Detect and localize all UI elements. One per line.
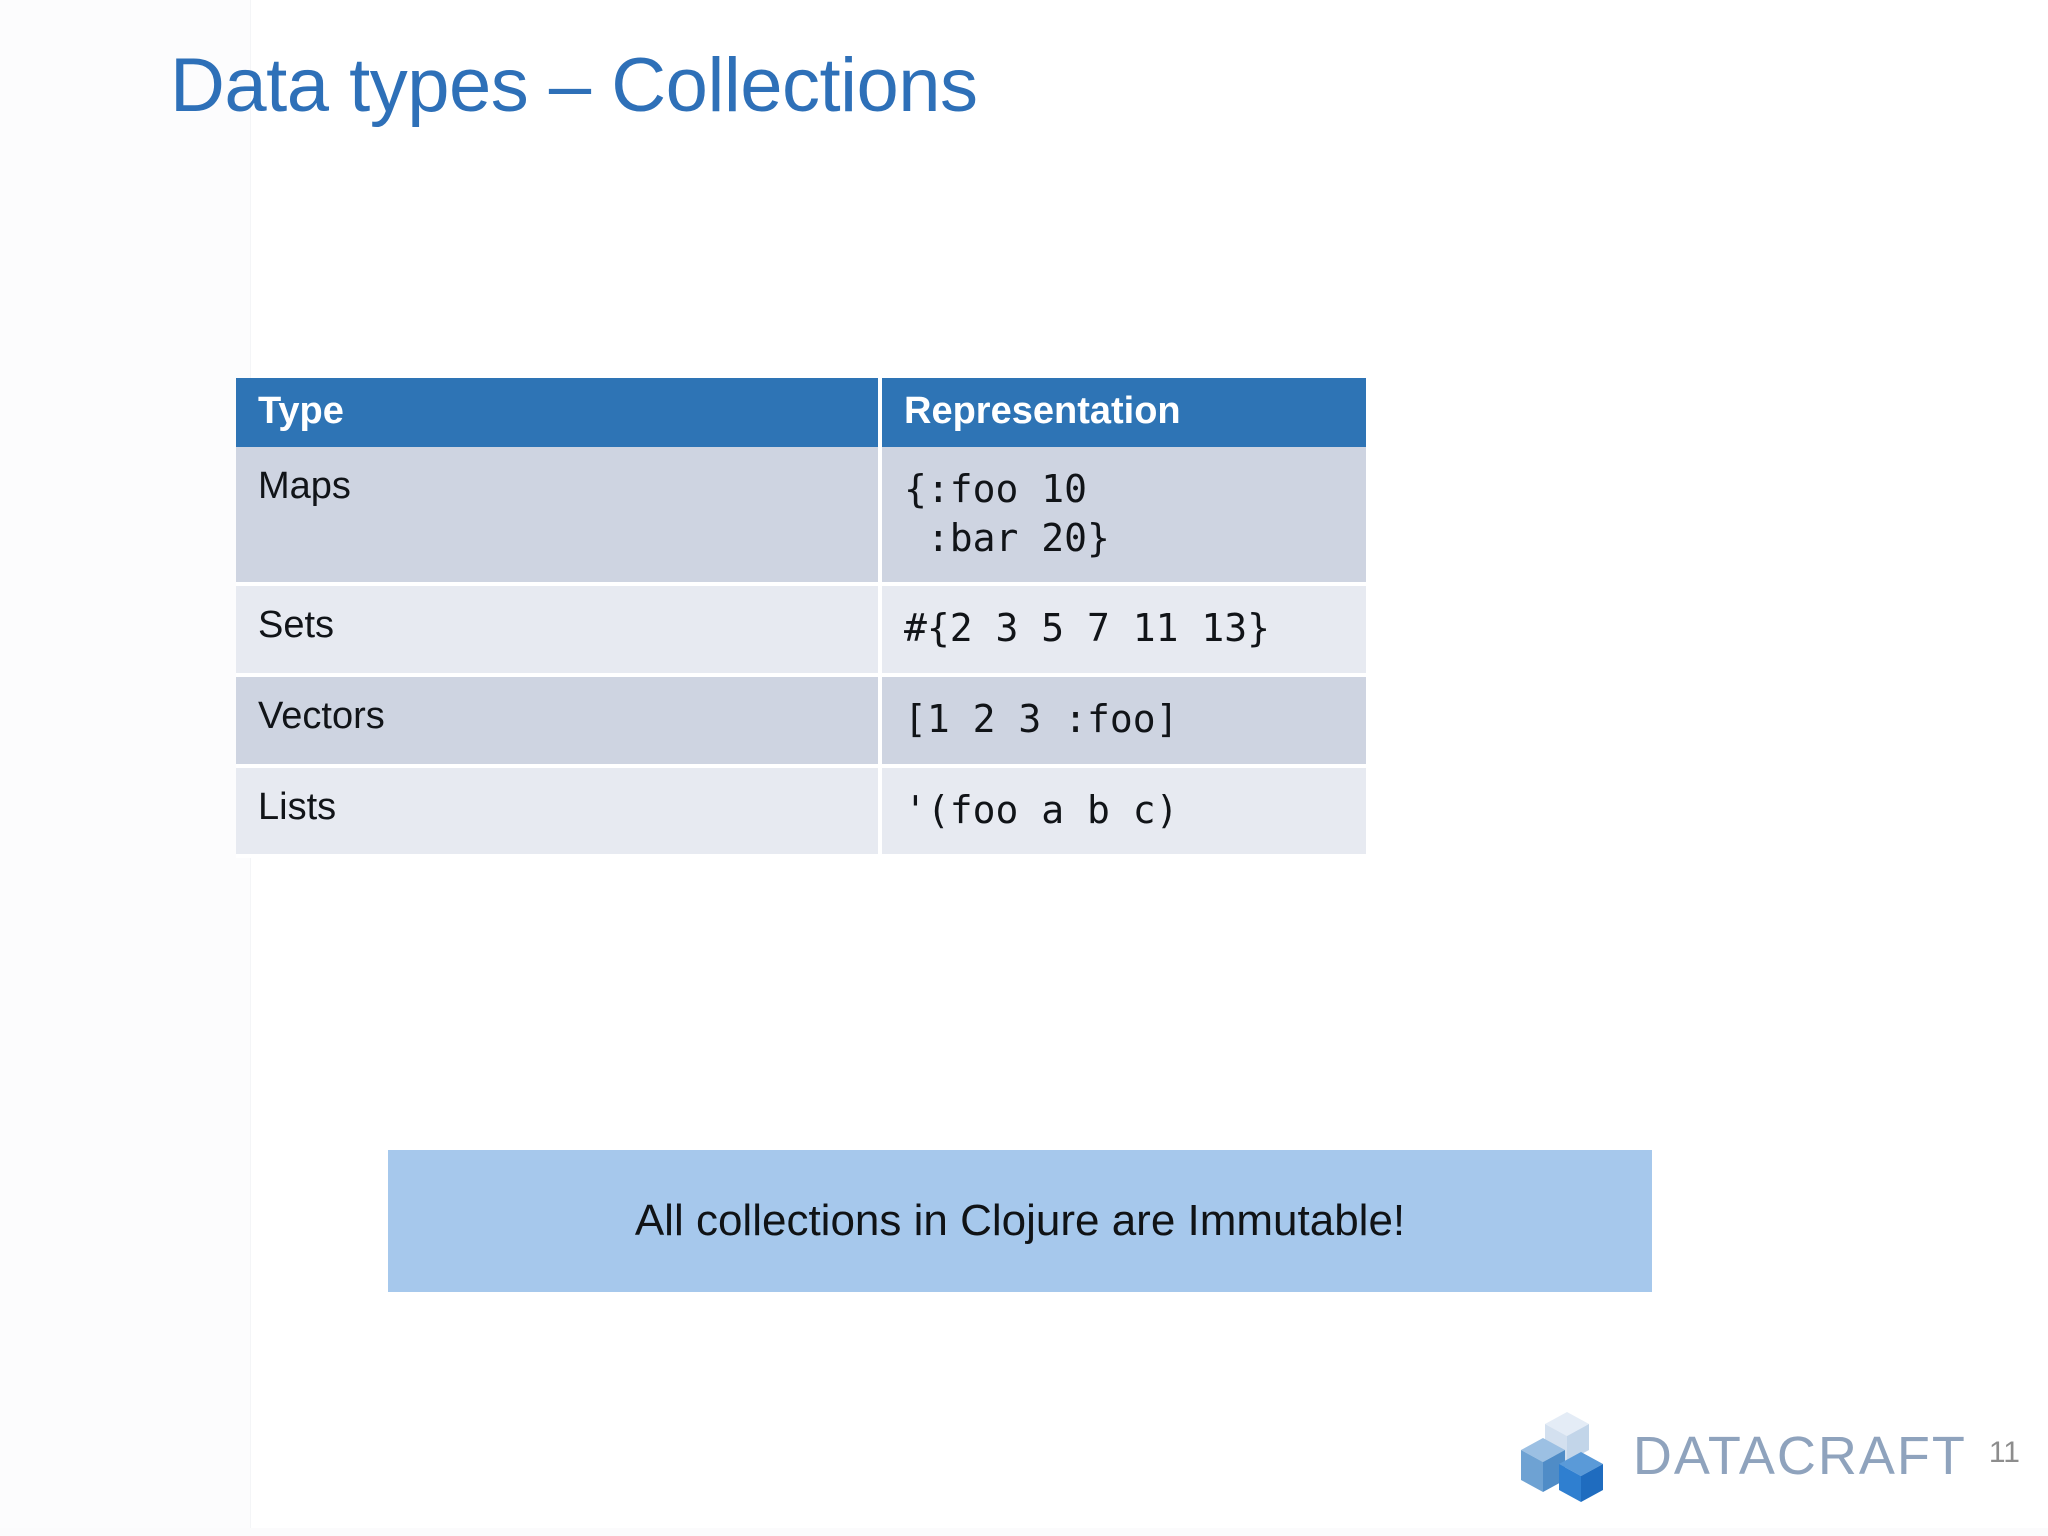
table-row: Vectors [1 2 3 :foo] xyxy=(236,676,1366,768)
table-row: Maps {:foo 10 :bar 20} xyxy=(236,447,1366,587)
table-header-row: Type Representation xyxy=(236,378,1366,447)
left-edge-strip xyxy=(0,0,251,1536)
isometric-cubes-icon xyxy=(1520,1412,1603,1502)
cell-type-vectors: Vectors xyxy=(236,676,882,768)
page-number: 11 xyxy=(1988,1436,2020,1469)
cell-representation-lists: '(foo a b c) xyxy=(882,767,1366,859)
collections-table-container: Type Representation Maps {:foo 10 :bar 2… xyxy=(236,378,1366,859)
cell-type-maps: Maps xyxy=(236,447,882,587)
slide-footer: DATACRAFT 11 xyxy=(1515,1404,2020,1508)
collections-table: Type Representation Maps {:foo 10 :bar 2… xyxy=(236,378,1366,859)
cell-type-sets: Sets xyxy=(236,586,882,677)
table-row: Lists '(foo a b c) xyxy=(236,767,1366,859)
column-header-type: Type xyxy=(236,378,882,447)
table-body: Maps {:foo 10 :bar 20} Sets #{2 3 5 7 11… xyxy=(236,447,1366,859)
cell-representation-vectors: [1 2 3 :foo] xyxy=(882,676,1366,768)
datacraft-logo: DATACRAFT xyxy=(1515,1404,1967,1508)
immutability-callout-box: All collections in Clojure are Immutable… xyxy=(388,1150,1652,1292)
cell-type-lists: Lists xyxy=(236,767,882,859)
table-row: Sets #{2 3 5 7 11 13} xyxy=(236,586,1366,677)
cell-representation-maps: {:foo 10 :bar 20} xyxy=(882,447,1366,587)
bottom-edge-strip xyxy=(0,1528,2048,1536)
page-title: Data types – Collections xyxy=(170,43,978,128)
datacraft-wordmark: DATACRAFT xyxy=(1632,1426,1967,1486)
column-header-representation: Representation xyxy=(882,378,1366,447)
cell-representation-sets: #{2 3 5 7 11 13} xyxy=(882,586,1366,677)
callout-text: All collections in Clojure are Immutable… xyxy=(634,1196,1406,1245)
table-header: Type Representation xyxy=(236,378,1366,447)
